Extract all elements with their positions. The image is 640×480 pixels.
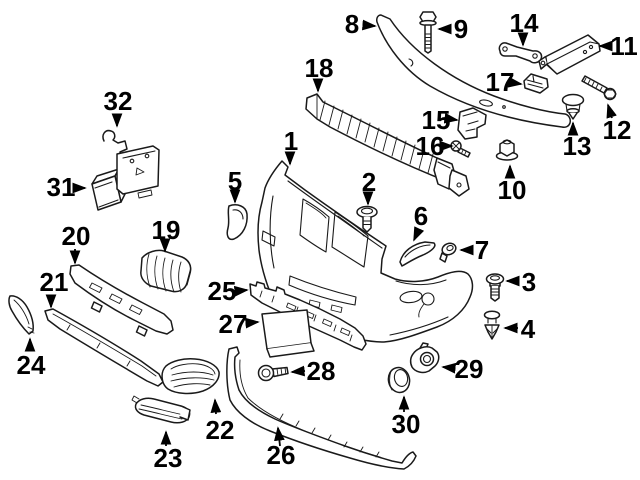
part-screw-28 [257,364,289,382]
callout-21[interactable]: 21 [40,267,69,309]
svg-text:25: 25 [208,276,237,306]
callout-26[interactable]: 26 [267,426,296,470]
part-pdc-sensor [409,342,440,374]
svg-text:9: 9 [454,14,468,44]
part-kidney-grille [140,249,192,293]
callout-30[interactable]: 30 [392,395,421,439]
callout-29[interactable]: 29 [441,354,484,384]
callout-7[interactable]: 7 [459,235,489,265]
callout-32[interactable]: 32 [104,86,133,128]
svg-text:12: 12 [603,115,632,145]
callout-25[interactable]: 25 [208,276,249,306]
part-strap-bracket [498,42,543,64]
callout-8[interactable]: 8 [345,9,377,39]
part-bracket-15 [457,107,487,140]
callout-24[interactable]: 24 [17,337,46,380]
svg-text:20: 20 [62,221,91,251]
callout-3[interactable]: 3 [505,267,536,297]
callout-2[interactable]: 2 [362,167,376,206]
callout-20[interactable]: 20 [62,221,91,265]
svg-text:14: 14 [510,8,539,38]
svg-text:29: 29 [455,354,484,384]
callout-6[interactable]: 6 [413,201,428,242]
svg-text:24: 24 [17,350,46,380]
svg-text:2: 2 [362,167,376,197]
svg-text:15: 15 [422,105,451,135]
svg-text:31: 31 [47,172,76,202]
part-screw-16 [450,140,471,158]
svg-text:26: 26 [267,440,296,470]
callout-27[interactable]: 27 [219,309,260,339]
part-plastic-rivet-13 [561,93,585,120]
svg-text:4: 4 [521,314,536,344]
part-screw-2 [356,205,378,233]
callout-15[interactable]: 15 [422,105,459,135]
callout-28[interactable]: 28 [290,356,336,386]
svg-text:27: 27 [219,309,248,339]
part-license-plate-pad [261,309,315,358]
part-grille-support-strip [69,264,174,337]
svg-text:7: 7 [475,235,489,265]
part-lower-valance [226,346,417,470]
part-fastener-7 [439,242,457,263]
part-sensor-ring [387,366,411,394]
callout-14[interactable]: 14 [510,8,539,47]
callout-12[interactable]: 12 [603,103,632,145]
callout-23[interactable]: 23 [154,430,183,473]
part-flange-nut [495,139,519,161]
svg-text:28: 28 [307,356,336,386]
svg-text:23: 23 [154,443,183,473]
svg-text:8: 8 [345,9,359,39]
part-side-bracket [538,34,601,75]
part-corner-trim-sliver [8,295,35,335]
callout-4[interactable]: 4 [503,314,536,344]
svg-text:21: 21 [40,267,69,297]
callout-11[interactable]: 11 [598,31,638,61]
callout-10[interactable]: 10 [498,164,527,205]
callout-13[interactable]: 13 [563,121,592,161]
part-bumper-reinforcement-bar [376,14,571,128]
svg-text:10: 10 [498,175,527,205]
callout-16[interactable]: 16 [416,131,454,161]
part-lower-trim-strip [44,308,164,387]
svg-text:30: 30 [392,409,421,439]
svg-text:3: 3 [522,267,536,297]
part-clip-17 [523,73,549,94]
part-tow-hook-cover [226,204,248,241]
part-impact-absorber [305,93,470,197]
callout-18[interactable]: 18 [305,53,334,93]
callout-1[interactable]: 1 [284,126,298,166]
svg-text:13: 13 [563,131,592,161]
callout-9[interactable]: 9 [437,14,468,44]
svg-text:6: 6 [414,201,428,231]
part-grille-insert-right [161,358,220,395]
part-module-bracket [102,129,160,199]
part-bolt-diagonal [581,75,617,101]
part-expansion-rivet-4 [483,310,501,340]
svg-text:19: 19 [152,215,181,245]
callout-19[interactable]: 19 [152,215,181,253]
callout-17[interactable]: 17 [486,67,523,97]
svg-text:5: 5 [228,166,242,196]
svg-text:32: 32 [104,86,133,116]
part-screw-3 [485,273,505,302]
svg-text:1: 1 [284,126,298,156]
part-bracket-6 [399,241,436,267]
part-hex-bolt-long [419,11,437,54]
callout-22[interactable]: 22 [206,398,235,445]
callout-31[interactable]: 31 [47,172,87,202]
svg-text:16: 16 [416,131,445,161]
callout-5[interactable]: 5 [228,166,242,204]
svg-text:22: 22 [206,415,235,445]
svg-text:17: 17 [486,67,515,97]
svg-text:11: 11 [610,31,638,61]
svg-text:18: 18 [305,53,334,83]
part-grille-insert-left [131,395,191,424]
